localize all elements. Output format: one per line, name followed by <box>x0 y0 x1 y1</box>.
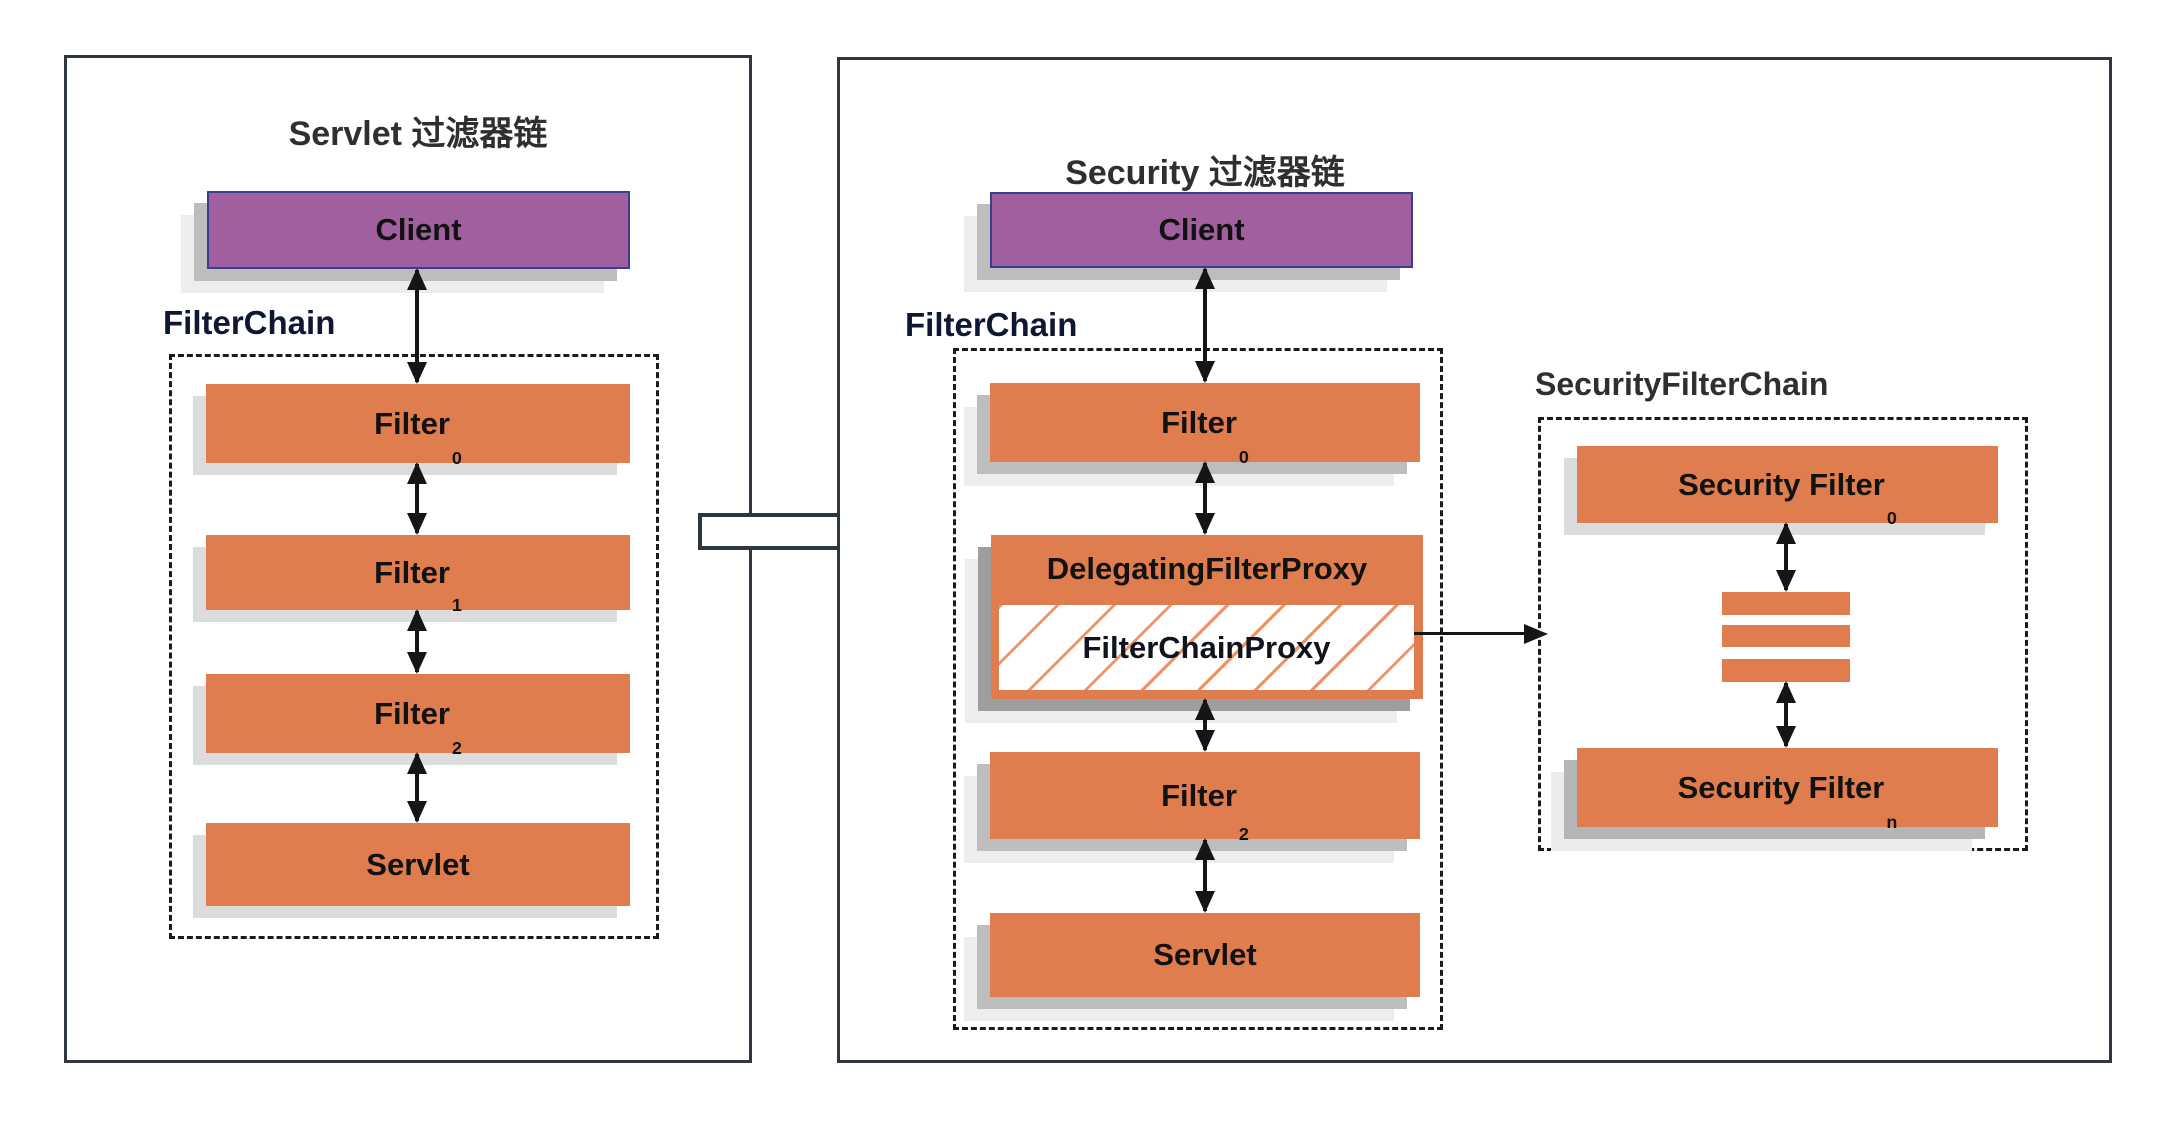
right-client-label: Client <box>1158 212 1245 247</box>
right-servlet-label: Servlet <box>1153 937 1257 972</box>
left-servlet-label: Servlet <box>366 846 470 882</box>
right-filter0-proxy-arrow <box>1203 463 1207 533</box>
left-filter2-servlet-arrow <box>415 754 419 821</box>
security-filter0-label: Security Filter <box>1678 466 1885 502</box>
left-filter0-subscript: 0 <box>451 448 462 468</box>
right-client-box: Client <box>990 192 1413 268</box>
left-filter2-label: Filter <box>374 695 450 731</box>
right-filter2-servlet-arrow <box>1203 840 1207 911</box>
left-filterchain-label: FilterChain <box>163 304 336 341</box>
filter-chain-proxy-label: FilterChainProxy <box>1082 629 1331 665</box>
bars-securityfiltern-arrow <box>1784 683 1788 746</box>
left-client-filter0-arrow <box>415 270 419 382</box>
right-proxy-filter2-arrow <box>1203 700 1207 750</box>
securityfilter0-bars-arrow <box>1784 524 1788 590</box>
left-filter2-subscript: 2 <box>451 738 462 758</box>
left-servlet-box: Servlet <box>206 823 630 906</box>
right-servlet-box: Servlet <box>990 913 1420 997</box>
security-filter-chain-title: SecurityFilterChain <box>1535 366 1829 402</box>
right-filter2-subscript: 2 <box>1238 824 1249 844</box>
ellipsis-bar <box>1722 592 1850 615</box>
security-filter-chain-dashed-box <box>1538 417 2028 851</box>
security-filtern-label: Security Filter <box>1677 769 1885 805</box>
right-filterchain-label: FilterChain <box>905 306 1078 343</box>
left-filter0-label: Filter <box>374 405 450 441</box>
right-filter0-label: Filter <box>1161 404 1237 440</box>
left-filter1-subscript: 1 <box>451 595 462 615</box>
ellipsis-bar <box>1722 659 1850 682</box>
security-chain-title: Security 过滤器链 <box>1065 154 1345 192</box>
security-filtern-subscript: n <box>1886 812 1898 832</box>
filter-chain-proxy-box: FilterChainProxy <box>999 605 1414 690</box>
left-client-box: Client <box>207 191 630 269</box>
security-filter0-subscript: 0 <box>1886 508 1897 528</box>
left-filter1-filter2-arrow <box>415 611 419 672</box>
left-filterchain-dashed-box <box>169 354 659 939</box>
right-filter0-subscript: 0 <box>1238 447 1249 467</box>
proxy-to-securitychain-arrow <box>1414 632 1524 635</box>
left-client-label: Client <box>375 212 462 247</box>
right-client-filter0-arrow <box>1203 269 1207 381</box>
right-filterchain-dashed-box <box>953 348 1443 1030</box>
right-filter2-label: Filter <box>1161 777 1237 813</box>
delegating-filter-proxy-label: DelegatingFilterProxy <box>1046 551 1368 586</box>
ellipsis-bar <box>1722 625 1850 647</box>
delegating-filter-proxy-box: DelegatingFilterProxy FilterChainProxy <box>991 535 1423 699</box>
left-filter0-filter1-arrow <box>415 464 419 533</box>
servlet-chain-title: Servlet 过滤器链 <box>288 115 548 153</box>
left-filter1-label: Filter <box>374 554 450 590</box>
